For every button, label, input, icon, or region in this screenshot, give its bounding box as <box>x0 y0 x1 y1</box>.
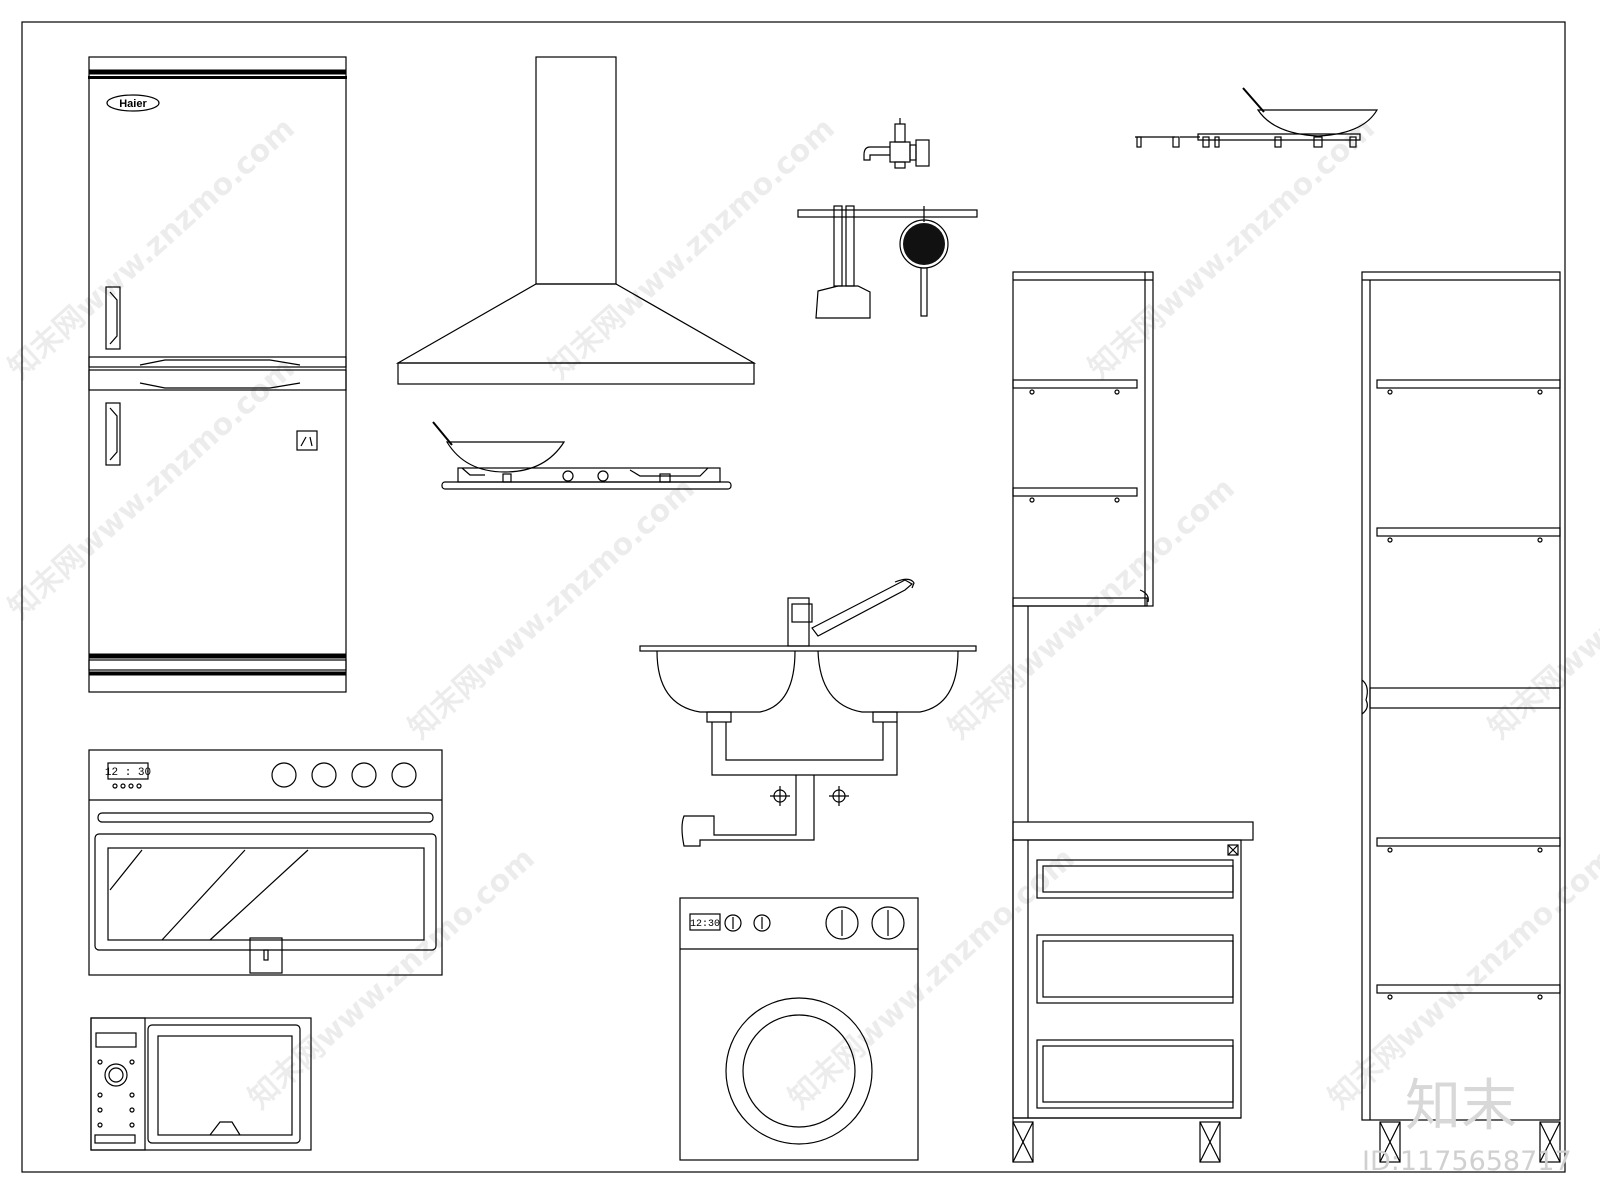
oven: 12 : 30 <box>88 749 443 976</box>
wok-on-burner-top <box>1135 87 1379 148</box>
washer-button-2[interactable] <box>753 914 771 932</box>
oven-knob-2[interactable] <box>311 762 337 788</box>
refrigerator: Haier <box>88 56 347 693</box>
washer-knob-1[interactable] <box>825 906 859 940</box>
washer-door[interactable] <box>725 997 873 1145</box>
microwave <box>90 1017 312 1151</box>
oven-door-latch[interactable] <box>249 937 283 974</box>
watermark-text: 知末网www.znzmo.com <box>1082 111 1382 386</box>
washer-button-1[interactable] <box>724 914 742 932</box>
tall-base-cabinet <box>1012 271 1254 1163</box>
oven-clock-display: 12 : 30 <box>105 767 151 779</box>
watermark-text: 知末网www.znzmo.com <box>1482 471 1600 746</box>
washer-clock-display: 12:30 <box>690 919 720 930</box>
watermark-layer: 知末网www.znzmo.com 知末网www.znzmo.com 知末网www… <box>2 111 1600 1177</box>
wall-faucet <box>863 118 930 169</box>
watermark-text: 知末网www.znzmo.com <box>2 351 302 626</box>
gas-stove-with-wok <box>432 421 732 490</box>
microwave-dial[interactable] <box>104 1063 128 1087</box>
watermark-logo: 知末 <box>1405 1074 1517 1139</box>
watermark-text: 知末网www.znzmo.com <box>242 841 542 1116</box>
watermark-text: 知末网www.znzmo.com <box>402 471 702 746</box>
watermark-text: 知末网www.znzmo.com <box>942 471 1242 746</box>
oven-knob-3[interactable] <box>351 762 377 788</box>
washer-knob-2[interactable] <box>871 906 905 940</box>
sheet-border <box>21 21 1566 1173</box>
watermark-text: 知末网www.znzmo.com <box>2 111 302 386</box>
watermark-id: ID:1175658717 <box>1362 1146 1572 1177</box>
utensil-rail <box>797 205 978 319</box>
watermark-text: 知末网www.znzmo.com <box>542 111 842 386</box>
double-sink <box>639 578 977 847</box>
oven-knob-1[interactable] <box>271 762 297 788</box>
fridge-brand-logo: Haier <box>119 98 147 110</box>
washing-machine: 12:30 <box>679 897 919 1161</box>
range-hood <box>395 56 757 385</box>
tall-pantry-cabinet <box>1361 271 1561 1163</box>
oven-knob-4[interactable] <box>391 762 417 788</box>
